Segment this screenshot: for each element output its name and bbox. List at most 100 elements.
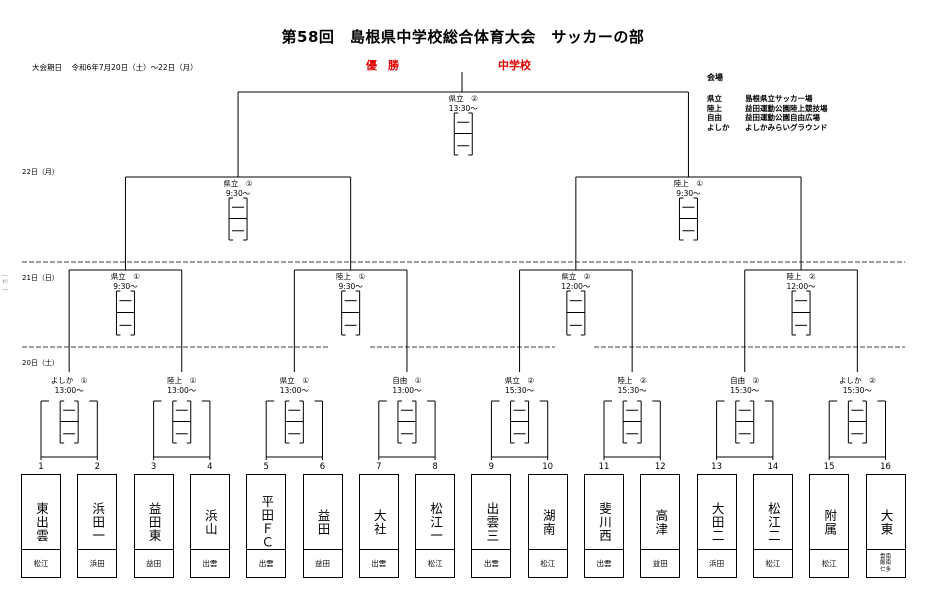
venue-row-1: 陸上益田運動公園陸上競技場 [707,103,828,114]
team-region: 松江 [416,549,455,577]
round1-label-4-time: 15:30〜 [504,386,535,395]
team-seed: 16 [880,462,891,472]
venue-abbr: 自由 [707,113,722,122]
team-card: 松江一松江 [415,474,456,578]
round1-label-1-venue: 陸上 ① [167,376,197,385]
team-card: 高津益田 [640,474,681,578]
team-seed: 9 [488,462,495,472]
team-card: 益田益田 [302,474,343,578]
team-region: 松江 [528,549,567,577]
venue-name: よしかみらいグラウンド [745,122,828,132]
round1-label-6-time: 15:30〜 [730,386,760,395]
team-name: 湖南 [540,508,556,536]
quarterfinal-label-1-venue: 陸上 ① [336,272,366,281]
team-region: 出雲 [359,549,398,577]
team-seed: 1 [38,462,44,472]
team-seed: 11 [598,462,610,472]
team-name: 浜田一 [90,501,106,543]
venue-row-2: 自由益田運動公園自由広場 [707,112,820,123]
team-card: 大社出雲 [358,474,399,578]
team-seed: 3 [150,462,157,472]
team-region: 益田 [303,549,342,577]
team-card: 附属松江 [809,474,850,578]
team-seed: 7 [376,462,382,472]
team-card: 湖南松江 [527,474,568,578]
team-name: 大田二 [709,501,725,543]
team-seed: 10 [542,462,554,472]
period-label: 大会期日 [32,63,62,72]
quarterfinal-label-1-time: 9:30〜 [338,282,363,291]
venue-heading: 会場 [707,73,723,82]
team-seed: 2 [94,462,100,472]
team-card: 松江二松江 [752,474,793,578]
quarterfinal-label-0-time: 9:30〜 [113,282,138,291]
tournament-period: 大会期日 令和6年7月20日（土）〜22日（月） [32,62,198,73]
team-region: 松江 [22,549,60,577]
team-seed: 4 [207,462,213,472]
team-seed: 6 [319,462,326,472]
team-card: 東出雲松江 [21,474,61,578]
team-name: 高津 [653,508,669,536]
semifinal-label-1-venue: 陸上 ① [673,179,704,188]
day-label-22: 22日（月） [22,168,59,176]
team-seed: 5 [263,462,269,472]
team-name: 大社 [371,508,387,536]
venue-abbr: 陸上 [707,103,722,113]
team-region: 出雲 [472,549,511,577]
venue-row-0: 県立島根県立サッカー場 [707,93,813,104]
team-region: 出雲 [190,549,229,577]
round1-label-1-time: 13:00〜 [167,386,197,395]
team-card: 益田東益田 [133,474,174,578]
semifinal-label-0-venue: 県立 ① [223,179,253,188]
round1-label-3-venue: 自由 ① [392,376,422,385]
team-region: 雲南 飯南 仁多 [866,549,905,577]
venue-abbr: よしか [707,122,730,132]
quarterfinal-label-2-venue: 県立 ② [561,272,591,281]
team-seed: 15 [823,462,835,472]
team-card: 浜山出雲 [189,474,230,578]
venue-abbr: 県立 [707,94,722,103]
semifinal-label-1-time: 9:30〜 [676,189,701,198]
side-mark: ―ｷﾘ― [2,272,9,293]
quarterfinal-label-0-venue: 県立 ① [110,272,141,281]
team-region: 益田 [641,549,680,577]
day-label-21: 21日（日） [22,274,59,282]
team-name: 浜山 [202,508,218,536]
team-region: 浜田 [697,549,736,577]
round1-label-0-time: 13:00〜 [54,386,84,395]
round1-label-0-venue: よしか ① [50,376,88,385]
quarterfinal-label-2-time: 12:00〜 [561,282,591,291]
team-card: 浜田一浜田 [77,474,118,578]
team-region: 松江 [753,549,792,577]
champion-label: 優 勝 [366,59,399,72]
team-seed: 13 [711,462,722,472]
team-name: 平田ＦＣ [259,495,275,549]
round1-label-3-time: 13:00〜 [392,386,422,395]
team-region: 出雲 [585,549,623,577]
team-name: 大東 [878,508,894,536]
round1-label-5-time: 15:30〜 [617,386,647,395]
team-card: 斐川西出雲 [584,474,624,578]
quarterfinal-label-3-time: 12:00〜 [786,282,816,291]
team-name: 附属 [822,508,838,536]
period-value: 令和6年7月20日（土）〜22日（月） [71,63,198,72]
team-card: 出雲三出雲 [471,474,512,578]
team-name: 松江二 [765,501,781,543]
round1-label-2-time: 13:00〜 [279,386,309,395]
team-name: 松江一 [428,501,444,543]
page-title: 第58回 島根県中学校総合体育大会 サッカーの部 [281,28,645,46]
